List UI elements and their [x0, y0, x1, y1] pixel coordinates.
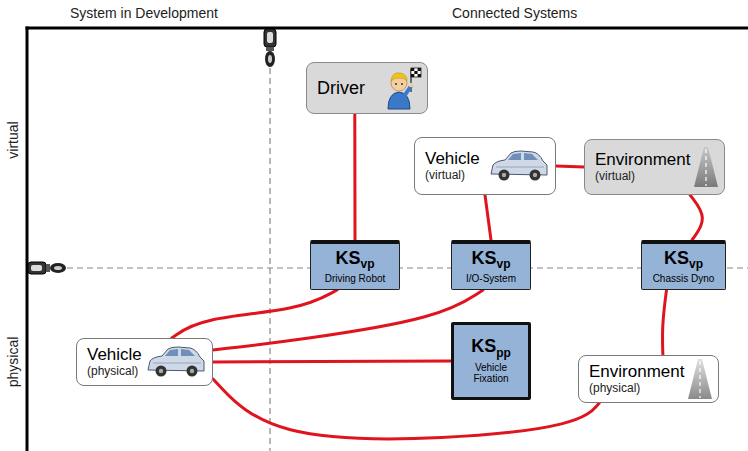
system-label: Environment [589, 362, 684, 382]
connection-line [663, 290, 667, 355]
coupling-system-box: KSvpChassis Dyno [641, 240, 726, 290]
car-icon [145, 345, 207, 379]
system-label: Environment [595, 150, 690, 170]
domain-label: (physical) [589, 382, 684, 396]
axis-horizontal [26, 27, 748, 30]
axis-label: physical [5, 337, 21, 388]
road-icon [687, 357, 713, 401]
connection-line [690, 195, 702, 240]
system-label: Vehicle [87, 345, 142, 365]
connection-line [353, 114, 356, 240]
system-label: Driver [317, 78, 381, 99]
function-label: Driving Robot [325, 273, 386, 285]
connection-line [213, 290, 483, 350]
function-label: I/O-System [466, 273, 516, 285]
subscript-label: vp [361, 257, 375, 271]
system-label: KS [335, 248, 360, 268]
system-box: Driver [306, 62, 428, 114]
road-icon [693, 145, 719, 189]
car-icon [488, 149, 550, 183]
system-box: Environment(physical) [578, 355, 719, 403]
axis-label: virtual [5, 121, 21, 158]
connection-line [172, 290, 337, 338]
system-label: KS [664, 248, 689, 268]
domain-label: (virtual) [595, 170, 690, 184]
domain-label: (virtual) [425, 169, 485, 183]
system-box: Vehicle(virtual) [414, 137, 556, 195]
subscript-label: pp [496, 346, 511, 360]
connection-line [213, 379, 599, 439]
coupling-system-box: KSppVehicle Fixation [451, 322, 531, 400]
subscript-label: vp [689, 257, 703, 271]
coupling-system-box: KSvpDriving Robot [310, 240, 400, 290]
axis-label: System in Development [70, 5, 218, 21]
axis-label: Connected Systems [452, 5, 577, 21]
system-label: KS [471, 248, 496, 268]
subscript-label: vp [497, 257, 511, 271]
coupling-system-box: KSvpI/O-System [451, 240, 531, 290]
system-label: KS [471, 336, 496, 356]
system-label: Vehicle [425, 149, 485, 169]
system-box: Environment(virtual) [584, 139, 725, 195]
coupling-heading: KSvp [335, 249, 374, 271]
domain-label: (physical) [87, 365, 142, 379]
connection-line [556, 166, 584, 167]
connection-line [485, 195, 491, 240]
divider-vertical [269, 28, 270, 451]
connection-line [213, 361, 451, 362]
zipper-icon [264, 29, 276, 67]
function-label: Vehicle Fixation [463, 362, 519, 385]
axis-vertical [26, 27, 29, 451]
function-label: Chassis Dyno [653, 273, 715, 285]
coupling-heading: KSvp [471, 249, 510, 271]
coupling-heading: KSvp [664, 249, 703, 271]
zipper-icon [28, 262, 66, 274]
system-box: Vehicle(physical) [76, 338, 213, 386]
driver-icon [384, 66, 422, 110]
coupling-heading: KSpp [471, 337, 511, 359]
